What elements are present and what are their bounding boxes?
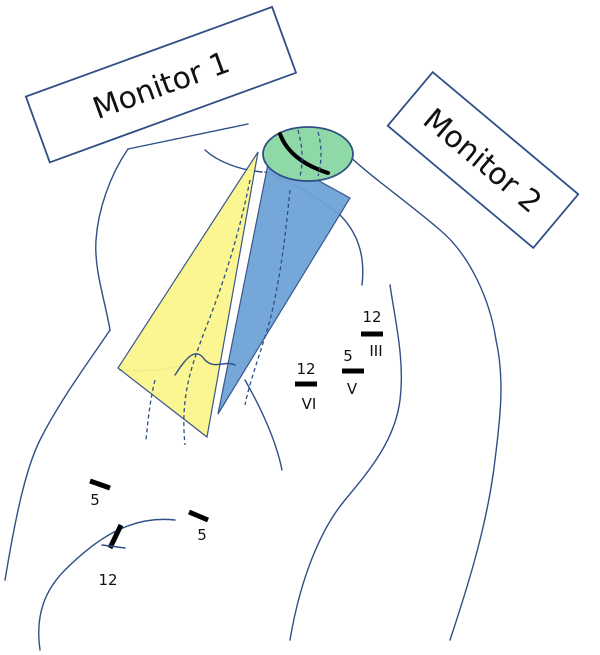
label-VI: VI: [302, 395, 317, 413]
marker-12-left: [107, 523, 124, 550]
body-outline-left-flank: [4, 329, 111, 581]
body-outline-left-arm: [95, 148, 129, 331]
monitor-2-box: Monitor 2: [386, 70, 580, 250]
label-V: V: [347, 380, 358, 398]
yellow-probe-cone: [117, 151, 259, 439]
marker-5-right: [188, 509, 209, 523]
green-probe-cap: [262, 126, 354, 182]
dashed-structure-3: [145, 379, 156, 441]
label-III: III: [369, 342, 382, 360]
body-outline-right-arm: [449, 339, 502, 641]
lesion-outline: [174, 353, 236, 376]
label-12-top: 12: [362, 308, 381, 326]
label-5-left: 5: [90, 491, 100, 509]
label-12-mid: 12: [296, 360, 315, 378]
body-outline-lower-back: [244, 379, 283, 471]
dashed-structure-1: [183, 179, 251, 446]
body-outline-neck-left: [204, 149, 263, 173]
body-outline-left-shoulder: [127, 123, 249, 150]
label-12-left: 12: [98, 571, 117, 589]
body-outline-right-shoulder: [342, 149, 497, 341]
body-outline-right-flank: [289, 284, 403, 641]
body-outline-torso-left: [38, 518, 176, 651]
probe-arc: [278, 132, 330, 175]
label-5-mid: 5: [343, 347, 353, 365]
label-5-right: 5: [197, 526, 207, 544]
probe-cap-dashed-2: [317, 131, 322, 177]
cross-mark: [101, 544, 126, 549]
marker-5-left: [89, 478, 111, 491]
probe-cap-dashed-1: [297, 129, 303, 177]
monitor-1-box: Monitor 1: [24, 5, 298, 164]
